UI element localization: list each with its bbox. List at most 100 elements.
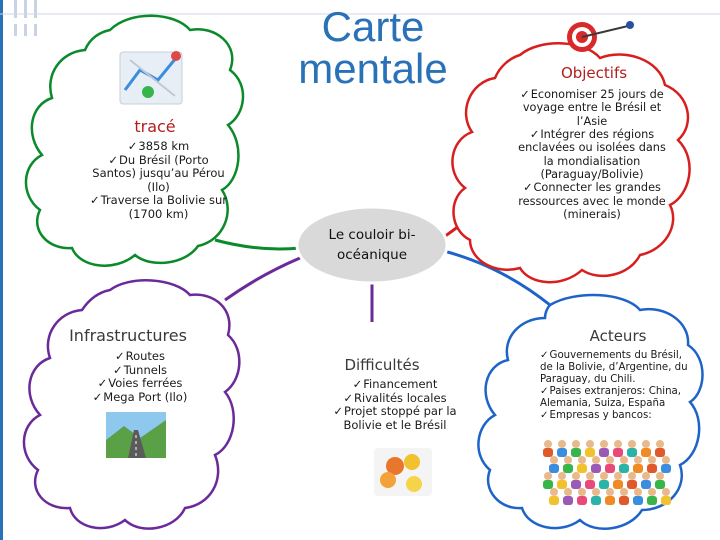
person-body (619, 496, 629, 505)
person-head (558, 472, 566, 480)
person-head (600, 440, 608, 448)
difficultes-item: Rivalités locales (326, 391, 464, 406)
person-head (634, 456, 642, 464)
person-body (571, 480, 581, 489)
person-body (563, 464, 573, 473)
person-body (613, 480, 623, 489)
center-node (295, 205, 449, 285)
person-body (599, 448, 609, 457)
person-head (620, 456, 628, 464)
trace-item: 3858 km (86, 139, 231, 154)
person-body (599, 480, 609, 489)
objectifs-item: Connecter les grandes ressources avec le… (512, 181, 672, 221)
person-body (633, 496, 643, 505)
person-head (656, 440, 664, 448)
person-head (642, 472, 650, 480)
person-head (564, 488, 572, 496)
person-head (648, 456, 656, 464)
cloud-infrastructures (22, 279, 241, 530)
person-body (577, 496, 587, 505)
person-head (614, 472, 622, 480)
person-head (606, 488, 614, 496)
road-landscape-icon (106, 412, 166, 458)
acteurs-item: Empresas y bancos: (540, 410, 690, 422)
person-head (628, 440, 636, 448)
person-body (549, 464, 559, 473)
person-head (662, 488, 670, 496)
person-head (592, 456, 600, 464)
person-body (557, 448, 567, 457)
person-head (648, 488, 656, 496)
trace-list: 3858 km Du Brésil (Porto Santos) jusqu’a… (86, 139, 231, 221)
left-accent-bar (0, 0, 3, 540)
person-head (642, 440, 650, 448)
crowd-people-icon (543, 440, 671, 505)
infrastructures-item: Voies ferrées (82, 377, 198, 391)
person-head (628, 472, 636, 480)
person-head (578, 456, 586, 464)
objectifs-heading: Objectifs (560, 64, 628, 82)
person-body (571, 448, 581, 457)
person-body (647, 464, 657, 473)
person-body (641, 448, 651, 457)
branch-infrastructures (224, 256, 301, 302)
person-body (655, 448, 665, 457)
question-bubbles-icon (374, 448, 432, 496)
trace-heading: tracé (134, 117, 176, 136)
person-head (550, 456, 558, 464)
infrastructures-item: Mega Port (Ilo) (82, 390, 198, 405)
person-head (558, 440, 566, 448)
infrastructures-heading: Infrastructures (69, 326, 187, 345)
person-body (627, 480, 637, 489)
trace-item: Traverse la Bolivie sur (1700 km) (86, 193, 231, 221)
person-head (572, 440, 580, 448)
center-label: Le couloir bi-océanique (328, 227, 416, 263)
person-body (591, 464, 601, 473)
person-body (605, 496, 615, 505)
person-body (585, 480, 595, 489)
person-head (578, 488, 586, 496)
acteurs-list: Gouvernements du Brésil, de la Bolivie, … (540, 350, 690, 422)
infrastructures-item: Routes (82, 349, 198, 364)
person-body (655, 480, 665, 489)
person-head (544, 440, 552, 448)
person-head (592, 488, 600, 496)
branch-acteurs (439, 248, 551, 307)
infrastructures-list: Routes Tunnels Voies ferrées Mega Port (… (82, 349, 198, 405)
target-dart-icon (567, 21, 634, 52)
person-body (563, 496, 573, 505)
trace-item: Du Brésil (Porto Santos) jusqu’au Pérou … (86, 153, 231, 195)
person-head (606, 456, 614, 464)
person-head (634, 488, 642, 496)
person-head (614, 440, 622, 448)
person-body (619, 464, 629, 473)
difficultes-item: Financement (326, 377, 464, 392)
person-body (647, 496, 657, 505)
person-body (543, 448, 553, 457)
person-head (550, 488, 558, 496)
person-body (627, 448, 637, 457)
difficultes-heading: Difficultés (344, 356, 420, 374)
branch-trace (214, 238, 301, 251)
corner-grid-decoration (14, 0, 37, 36)
person-head (620, 488, 628, 496)
person-head (662, 456, 670, 464)
person-head (656, 472, 664, 480)
difficultes-item: Projet stoppé par la Bolivie et le Brési… (326, 404, 464, 432)
person-head (544, 472, 552, 480)
person-head (564, 456, 572, 464)
objectifs-item: Economiser 25 jours de voyage entre le B… (512, 88, 672, 128)
person-body (577, 464, 587, 473)
acteurs-item: Gouvernements du Brésil, de la Bolivie, … (540, 350, 690, 386)
person-body (543, 480, 553, 489)
person-body (585, 448, 595, 457)
acteurs-item: Paises extranjeros: China, Alemania, Sui… (540, 386, 690, 410)
person-body (661, 464, 671, 473)
person-body (613, 448, 623, 457)
infrastructures-item: Tunnels (82, 363, 198, 378)
person-head (586, 472, 594, 480)
person-body (661, 496, 671, 505)
difficultes-list: Financement Rivalités locales Projet sto… (326, 377, 464, 432)
person-body (641, 480, 651, 489)
person-head (572, 472, 580, 480)
